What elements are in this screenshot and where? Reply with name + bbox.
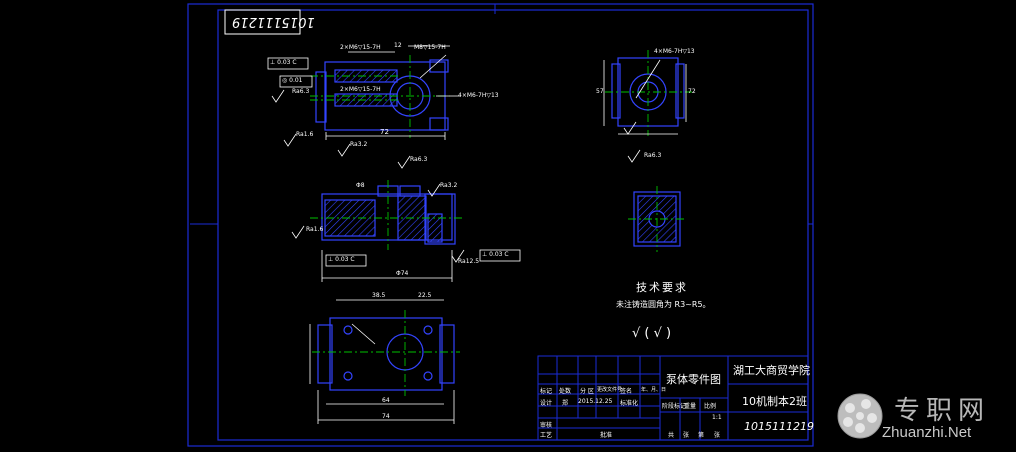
tech-note: 未注铸造圆角为 R3~R5。	[616, 300, 711, 309]
roughness-r1: Ra6.3	[292, 88, 310, 95]
dim-plan-top-1: 38.5	[372, 292, 386, 299]
tb-row1-c4: 更改文件号	[597, 387, 623, 393]
roughness-r2: Ra1.6	[296, 131, 314, 138]
stamp-id: 1015111219	[232, 14, 315, 29]
dimension-lines	[309, 45, 687, 424]
dim-plan-bottom-2: 74	[382, 413, 390, 420]
watermark-cn: 专职网	[894, 396, 991, 426]
tb-row2-c2: 郑	[562, 400, 569, 407]
roughness-r7: Ra12.5	[458, 258, 480, 265]
tech-title: 技术要求	[636, 281, 688, 294]
dim-front-top-1: 2×M6▽15-7H	[340, 44, 381, 51]
tb-stage: 阶段标记	[662, 403, 687, 410]
title-block	[537, 355, 809, 441]
outer-frame	[187, 3, 814, 447]
section-centerline	[310, 180, 462, 250]
dim-side-top: 4×M6-7H▽13	[654, 48, 695, 55]
tb-review: 审核	[540, 422, 553, 429]
tb-row2-c3: 2015.12.25	[578, 398, 613, 405]
tb-row2-c4: 标准化	[620, 400, 639, 407]
tb-sheet-4: 张	[714, 432, 721, 439]
dim-front-top-3: M8▽15-7H	[414, 44, 446, 51]
roughness-r6: Ra1.6	[306, 226, 324, 233]
tolerance-t1: ⊥ 0.03 C	[270, 59, 297, 66]
dim-plan-bottom-1: 64	[382, 397, 390, 404]
part-name: 泵体零件图	[666, 373, 721, 386]
side-view-centerlines	[605, 50, 692, 136]
tb-scale-label: 比例	[704, 403, 717, 410]
tb-row2-c1: 设计	[540, 400, 553, 407]
tolerance-t2: ◎ 0.01	[282, 77, 303, 84]
class-name: 10机制本2班	[742, 395, 807, 408]
roughness-r4: Ra6.3	[410, 156, 428, 163]
roughness-r5: Ra3.2	[440, 182, 458, 189]
stamp-box	[224, 9, 301, 35]
roughness-r8: Ra6.3	[644, 152, 662, 159]
tb-sheet-2: 张	[683, 432, 690, 439]
section-view	[321, 185, 456, 245]
school-name: 湖工大商贸学院	[733, 364, 810, 377]
tb-weight: 重量	[684, 403, 697, 410]
roughness-symbols	[271, 89, 641, 263]
dim-front-mid: 2×M6▽15-7H	[340, 86, 381, 93]
plan-view	[317, 317, 455, 391]
dim-plan-top-2: 22.5	[418, 292, 432, 299]
tb-sheet-1: 共	[668, 432, 675, 439]
detail-centerlines	[628, 186, 686, 252]
tolerance-t4: ⊥ 0.03 C	[482, 251, 509, 258]
inner-frame	[217, 9, 809, 441]
watermark-ball-icon	[837, 393, 883, 439]
tolerance-t3: ⊥ 0.03 C	[328, 256, 355, 263]
dim-sec-top: Φ8	[356, 182, 365, 189]
dim-front-mid-right: 4×M6-7H▽13	[458, 92, 499, 99]
dim-side-w: 72	[688, 88, 696, 95]
dim-side-h: 57	[596, 88, 604, 95]
tb-row1-c2: 处数	[559, 388, 572, 395]
watermark-en: Zhuanzhi.Net	[882, 424, 972, 441]
tb-row1-c6: 年、月、日	[641, 387, 667, 393]
watermark: 专职网 Zhuanzhi.Net	[832, 384, 1016, 452]
tb-row1-c1: 标记	[540, 388, 553, 395]
tb-approve: 批准	[600, 432, 613, 439]
tb-row1-c5: 签名	[620, 388, 633, 395]
dim-front-bottom: 72	[380, 128, 389, 136]
plan-centerlines	[312, 310, 460, 396]
tb-row1-c3: 分 区	[580, 388, 594, 395]
tb-scale: 1:1	[712, 414, 722, 421]
tolerance-frames	[267, 57, 521, 267]
student-id: 1015111219	[744, 420, 814, 433]
roughness-r3: Ra3.2	[350, 141, 368, 148]
dim-sec-bottom: Φ74	[396, 270, 409, 277]
roughness-default: √ ( √ )	[632, 326, 672, 341]
tb-process: 工艺	[540, 432, 553, 439]
dim-front-top-2: 12	[394, 42, 402, 49]
tb-sheet-3: 第	[698, 432, 705, 439]
front-view-centerlines	[310, 55, 450, 138]
